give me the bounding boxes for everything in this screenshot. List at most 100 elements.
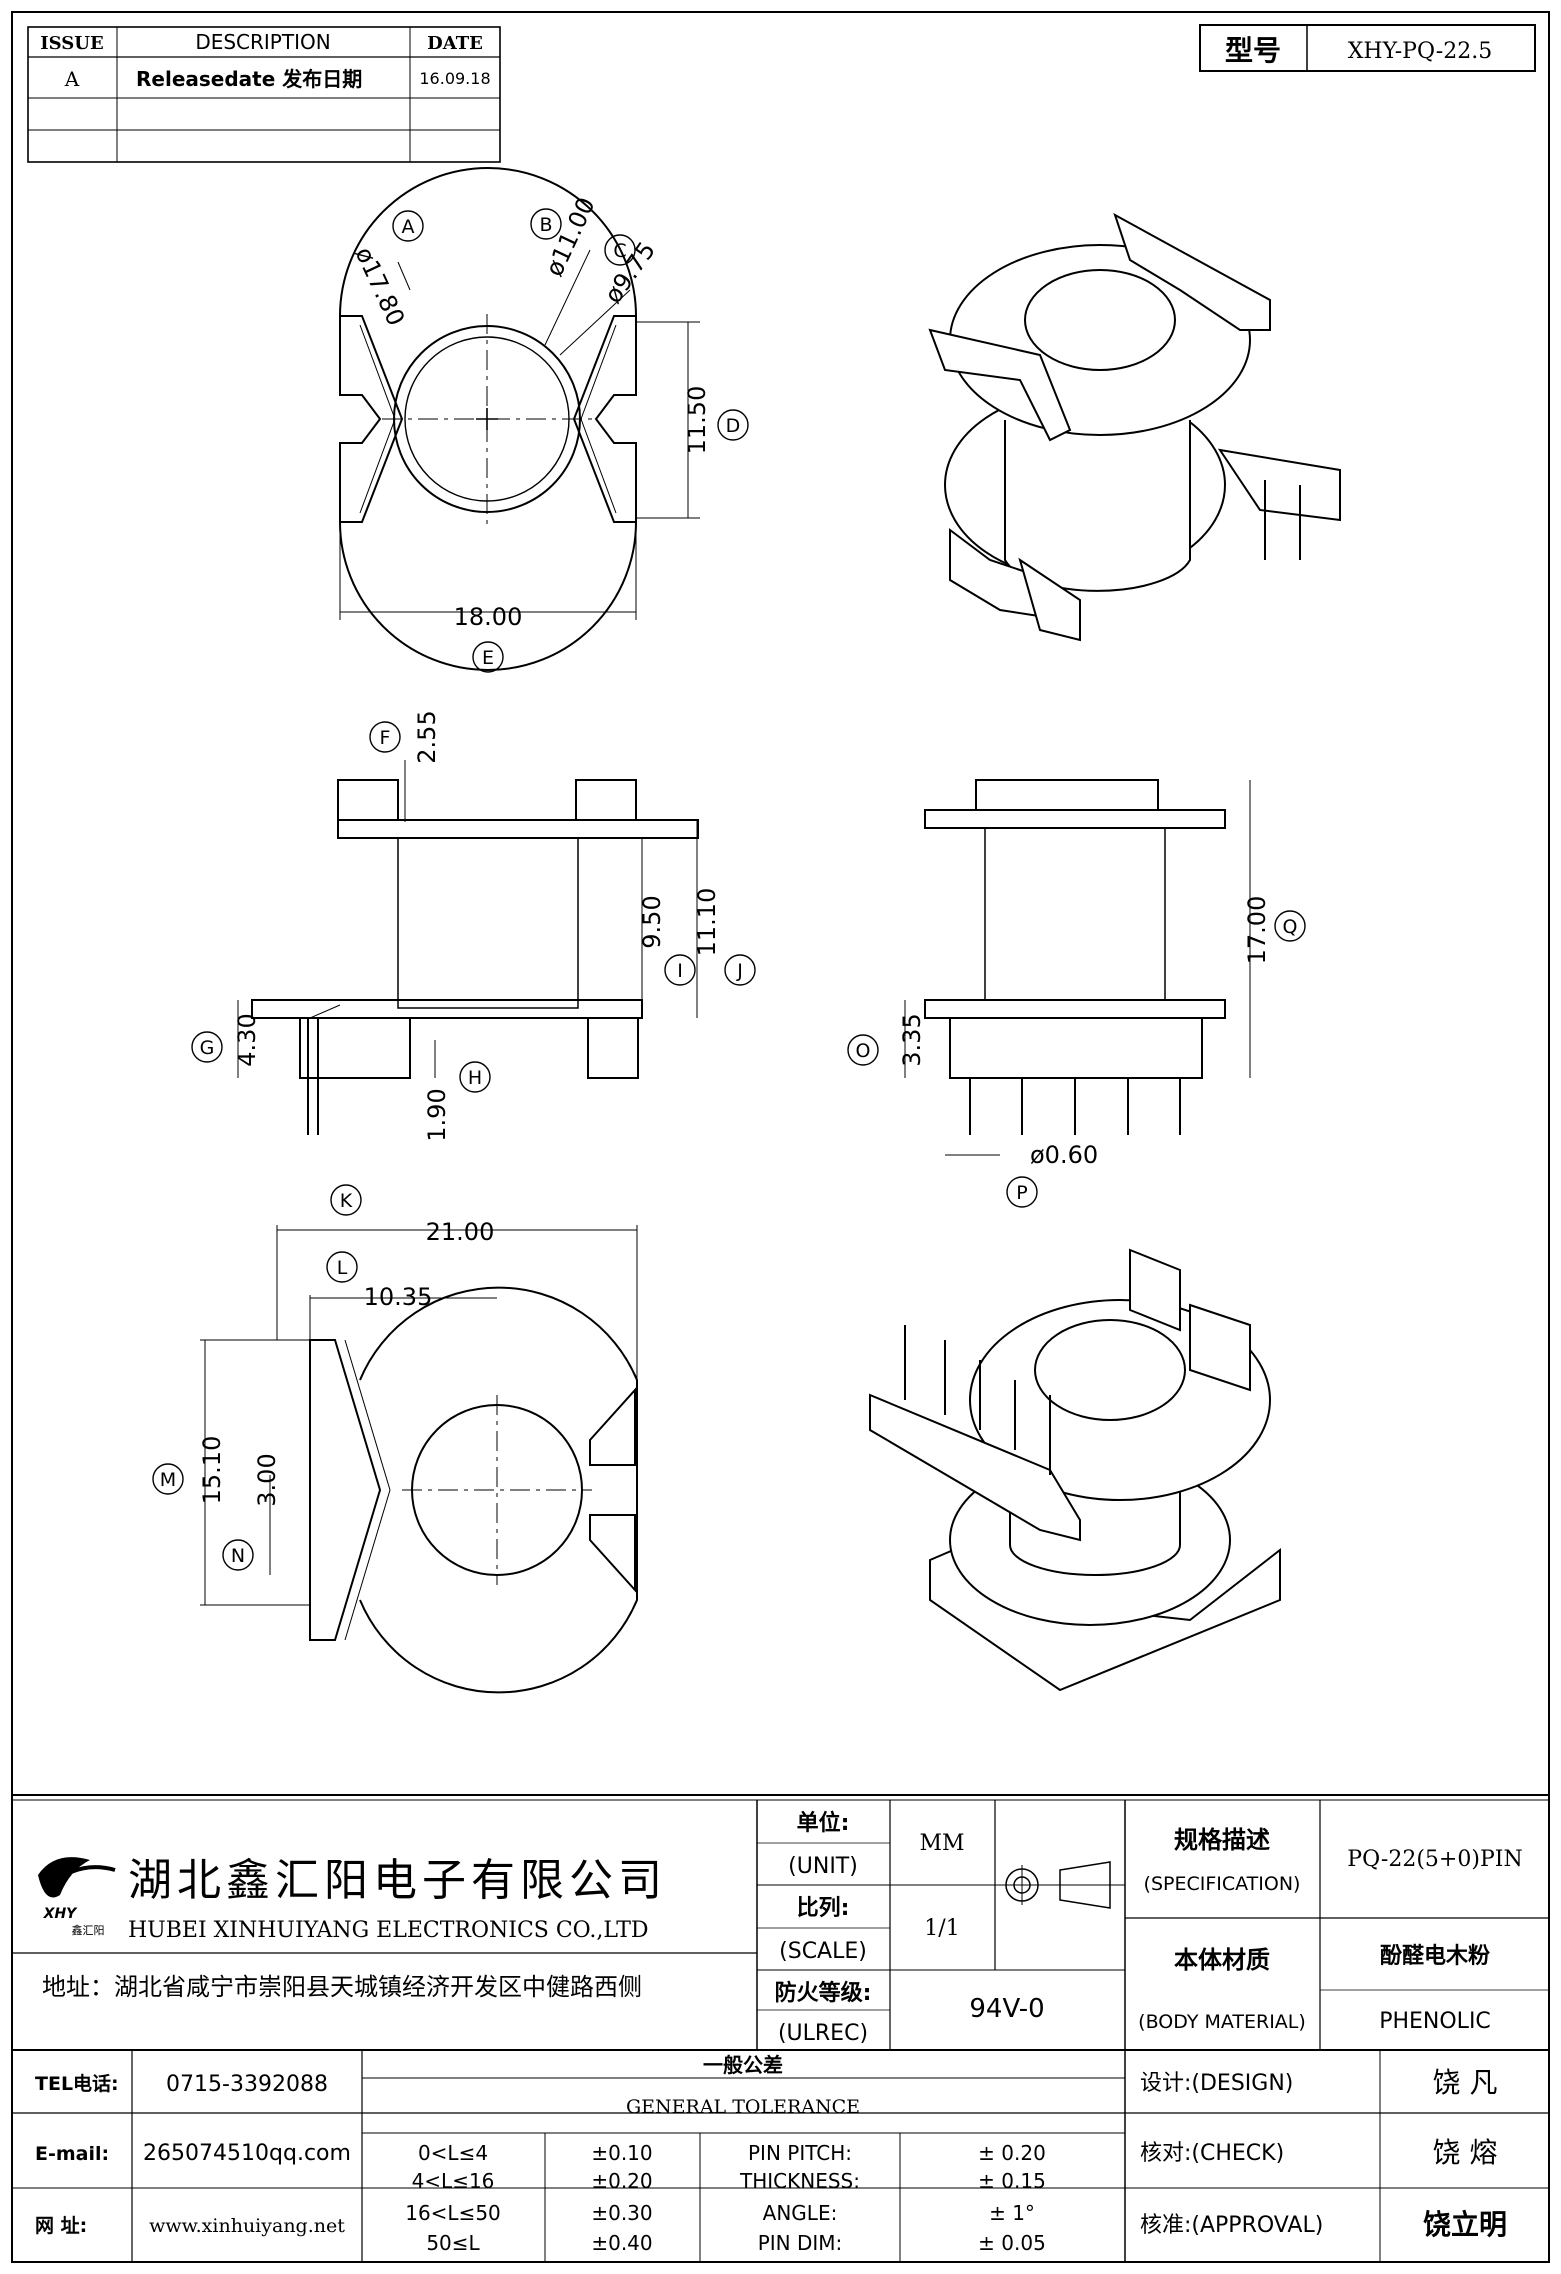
header-issue: ISSUE (40, 33, 103, 54)
company-name-cn: 湖北鑫汇阳电子有限公司 (128, 1855, 667, 1906)
dim-j-value: 11.10 (693, 888, 721, 957)
material-value-en: PHENOLIC (1379, 2009, 1491, 2034)
marker-b-circle (530, 208, 562, 240)
check-label: 核对:(CHECK) (1140, 2141, 1284, 2166)
spec-value: PQ-22(5+0)PIN (1347, 1847, 1522, 1872)
tolerance-title-cn: 一般公差 (703, 2053, 783, 2077)
model-box: 型号 XHY-PQ-22.5 (1199, 24, 1536, 72)
ulrec-value: 94V-0 (969, 1994, 1044, 2024)
marker-c-label: C (613, 240, 626, 262)
marker-p-circle (1006, 1176, 1038, 1208)
marker-q-label: Q (1283, 916, 1298, 938)
tol-other-value-0: ± 0.20 (978, 2141, 1046, 2165)
marker-h-label: H (468, 1067, 482, 1089)
marker-n-label: N (231, 1545, 245, 1567)
email-label: E-mail: (35, 2143, 109, 2165)
marker-d-circle (717, 409, 749, 441)
tol-other-value-2: ± 1° (989, 2201, 1035, 2225)
model-label: 型号 (1225, 34, 1281, 67)
tol-other-name-0: PIN PITCH: (748, 2141, 852, 2165)
issue-a: A (64, 67, 80, 91)
marker-c-circle (604, 234, 636, 266)
email-value: 265074510qq.com (143, 2141, 351, 2166)
marker-g-label: G (200, 1037, 215, 1059)
tol-value-3: ±0.40 (591, 2231, 652, 2255)
ulrec-cn: 防火等级: (775, 1980, 872, 2006)
tel-value: 0715-3392088 (166, 2072, 328, 2097)
material-value-cn: 酚醛电木粉 (1380, 1944, 1490, 1969)
model-value: XHY-PQ-22.5 (1348, 39, 1492, 64)
logo-text: XHY (43, 1906, 79, 1922)
marker-j-circle (724, 954, 756, 986)
marker-p-label: P (1016, 1182, 1027, 1204)
dim-e-value: 18.00 (454, 603, 523, 631)
dim-n-value: 3.00 (253, 1453, 281, 1506)
logo-sub: 鑫汇阳 (72, 1923, 105, 1937)
tol-value-0: ±0.10 (591, 2141, 652, 2165)
unit-cn: 单位: (797, 1810, 850, 1836)
marker-g-circle (191, 1031, 223, 1063)
dim-h-value: 1.90 (423, 1088, 451, 1141)
tel-label: TEL电话: (35, 2072, 119, 2095)
dim-q-value: 17.00 (1243, 896, 1271, 965)
marker-a-label: A (402, 216, 415, 238)
web-label: 网 址: (35, 2215, 87, 2237)
material-cn: 本体材质 (1174, 1946, 1270, 1974)
marker-l-circle (326, 1251, 358, 1283)
dim-i-value: 9.50 (638, 895, 666, 948)
dim-l-value: 10.35 (364, 1283, 433, 1311)
tolerance-title-en: GENERAL TOLERANCE (626, 2096, 860, 2118)
tol-range-2: 16<L≤50 (405, 2201, 501, 2225)
dim-o-value: 3.35 (898, 1013, 926, 1066)
web-value: www.xinhuiyang.net (149, 2215, 345, 2237)
unit-en: (UNIT) (788, 1854, 858, 1879)
check-name: 饶 熔 (1433, 2136, 1498, 2169)
marker-j-label: J (736, 960, 743, 982)
sheet-border (11, 11, 1550, 2263)
markers (152, 208, 1306, 1571)
bottom-view (200, 1225, 638, 1694)
tol-other-name-2: ANGLE: (763, 2201, 838, 2225)
marker-e-circle (472, 641, 504, 673)
spec-en: (SPECIFICATION) (1144, 1873, 1301, 1895)
tol-other-name-1: THICKNESS: (739, 2169, 860, 2193)
marker-b-label: B (539, 214, 552, 236)
dim-g-value: 4.30 (233, 1013, 261, 1066)
scale-en: (SCALE) (779, 1939, 867, 1964)
isometric-view-bottom (869, 1248, 1281, 1692)
dim-p-value: ø0.60 (1030, 1141, 1098, 1169)
company-name-en: HUBEI XINHUIYANG ELECTRONICS CO.,LTD (128, 1918, 649, 1943)
release-description: Releasedate 发布日期 (136, 67, 362, 91)
title-block (12, 1794, 1549, 2262)
side-view-side (904, 779, 1251, 1156)
marker-i-label: I (677, 960, 683, 982)
marker-k-label: K (340, 1190, 353, 1212)
dim-a-value: ø17.80 (350, 243, 411, 330)
dim-c-value: ø9.75 (599, 237, 661, 309)
marker-q-circle (1274, 910, 1306, 942)
marker-f-circle (369, 721, 401, 753)
scale-cn: 比列: (797, 1896, 850, 1921)
dim-k-value: 21.00 (426, 1218, 495, 1246)
ulrec-en: (ULREC) (778, 2021, 868, 2046)
design-label: 设计:(DESIGN) (1140, 2071, 1293, 2096)
material-en: (BODY MATERIAL) (1138, 2011, 1306, 2033)
marker-n-circle (222, 1539, 254, 1571)
company-address: 地址：湖北省咸宁市崇阳县天城镇经济开发区中健路西侧 (42, 1973, 642, 2001)
tol-value-2: ±0.30 (591, 2201, 652, 2225)
unit-value: MM (919, 1831, 964, 1856)
tol-value-1: ±0.20 (591, 2169, 652, 2193)
scale-value: 1/1 (924, 1916, 959, 1941)
revision-table: ISSUE DESCRIPTION DATE A Releasedate 发布日… (27, 26, 501, 163)
company-logo: XHY 鑫汇阳 (38, 1857, 116, 1937)
marker-m-label: M (160, 1469, 176, 1491)
dim-b-value: ø11.00 (540, 193, 601, 280)
top-view (339, 167, 700, 671)
tol-range-3: 50≤L (426, 2231, 480, 2255)
dim-f-value: 2.55 (413, 710, 441, 763)
tol-other-value-1: ± 0.15 (978, 2169, 1046, 2193)
approval-name: 饶立明 (1423, 2208, 1507, 2241)
marker-m-circle (152, 1463, 184, 1495)
